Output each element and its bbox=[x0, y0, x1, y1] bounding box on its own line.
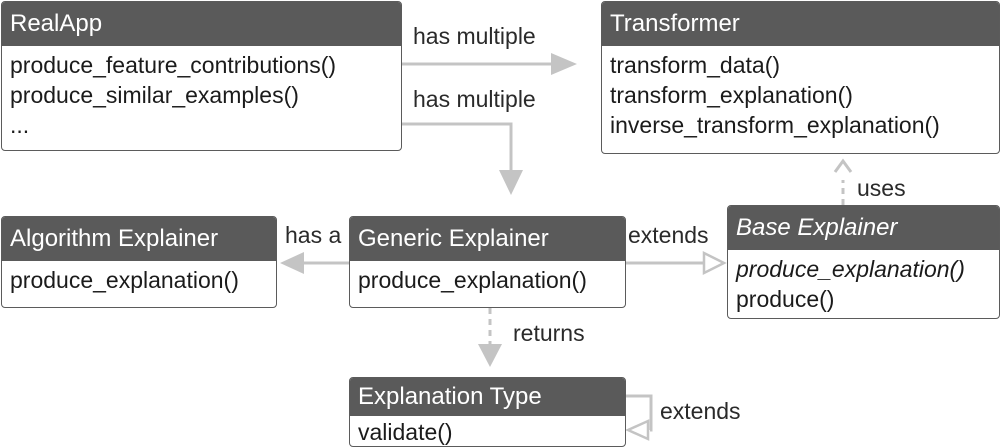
class-title-base-explainer: Base Explainer bbox=[728, 206, 999, 250]
method-item: produce_explanation() bbox=[10, 267, 239, 293]
class-methods-base-explainer: produce_explanation() produce() bbox=[728, 250, 999, 314]
method-item: produce_similar_examples() bbox=[10, 82, 299, 108]
method-item: transform_explanation() bbox=[610, 82, 853, 108]
class-methods-explanation-type: validate() bbox=[350, 416, 625, 446]
arrow-explanation-self-extends bbox=[624, 394, 653, 441]
class-box-algorithm-explainer: Algorithm Explainer produce_explanation(… bbox=[1, 216, 277, 308]
class-methods-transformer: transform_data() transform_explanation()… bbox=[602, 46, 999, 140]
class-methods-realapp: produce_feature_contributions() produce_… bbox=[2, 46, 401, 140]
class-box-transformer: Transformer transform_data() transform_e… bbox=[601, 1, 1000, 154]
edge-label-explanation-self: extends bbox=[660, 398, 741, 424]
edge-label-realapp-generic: has multiple bbox=[413, 86, 536, 112]
method-item: transform_data() bbox=[610, 52, 781, 78]
class-methods-algorithm-explainer: produce_explanation() bbox=[2, 261, 276, 295]
method-item: produce_explanation() bbox=[358, 267, 587, 293]
edge-label-generic-base: extends bbox=[628, 222, 709, 248]
edge-label-generic-algorithm: has a bbox=[285, 222, 342, 248]
arrow-generic-to-algorithm bbox=[280, 252, 349, 274]
class-title-generic-explainer: Generic Explainer bbox=[350, 217, 625, 261]
method-item-abstract: produce_explanation() bbox=[736, 256, 965, 282]
method-item: ... bbox=[10, 112, 30, 138]
arrow-base-to-transformer bbox=[833, 158, 853, 205]
class-title-realapp: RealApp bbox=[2, 2, 401, 46]
class-box-realapp: RealApp produce_feature_contributions() … bbox=[1, 1, 402, 151]
arrow-generic-to-explanation bbox=[478, 308, 502, 367]
class-title-explanation-type: Explanation Type bbox=[350, 378, 625, 416]
arrow-realapp-to-generic bbox=[402, 122, 523, 195]
method-item: produce_feature_contributions() bbox=[10, 52, 337, 78]
class-box-generic-explainer: Generic Explainer produce_explanation() bbox=[349, 216, 626, 308]
method-item: inverse_transform_explanation() bbox=[610, 112, 940, 138]
edge-label-realapp-transformer: has multiple bbox=[413, 23, 536, 49]
edge-label-base-transformer: uses bbox=[857, 175, 906, 201]
class-box-explanation-type: Explanation Type validate() bbox=[349, 377, 626, 447]
edge-label-generic-explanation: returns bbox=[513, 320, 585, 346]
method-item: validate() bbox=[358, 419, 453, 445]
class-box-base-explainer: Base Explainer produce_explanation() pro… bbox=[727, 205, 1000, 319]
class-title-transformer: Transformer bbox=[602, 2, 999, 46]
method-item: produce() bbox=[736, 286, 835, 312]
class-methods-generic-explainer: produce_explanation() bbox=[350, 261, 625, 295]
arrow-realapp-to-transformer bbox=[402, 53, 577, 75]
arrow-generic-to-base bbox=[626, 250, 727, 276]
class-title-algorithm-explainer: Algorithm Explainer bbox=[2, 217, 276, 261]
